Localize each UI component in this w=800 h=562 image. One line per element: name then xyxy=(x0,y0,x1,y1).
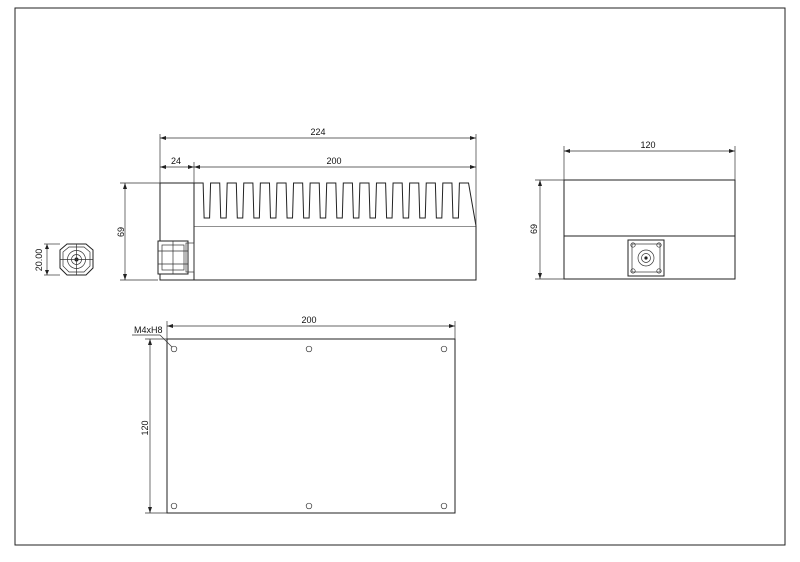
fin-outline xyxy=(193,182,477,227)
hole-callout: M4xH8 xyxy=(132,325,173,348)
dim-69-end-label: 69 xyxy=(529,224,539,234)
drawing-frame xyxy=(14,7,786,546)
dim-overall-length: 224 xyxy=(159,127,477,226)
end-view-upper-body xyxy=(563,179,736,237)
dim-120-end-label: 120 xyxy=(640,140,655,150)
dim-connector-body: 24 200 xyxy=(160,156,476,183)
mounting-holes xyxy=(170,345,448,510)
dim-224-label: 224 xyxy=(310,127,325,137)
dim-bottom-length: 200 xyxy=(166,315,456,339)
dim-end-height: 69 xyxy=(529,179,564,280)
dim-end-width: 120 xyxy=(563,140,736,180)
dim-120-bottom-label: 120 xyxy=(140,420,150,435)
dim-69-side-label: 69 xyxy=(116,227,126,237)
end-view-connector xyxy=(627,239,665,277)
dim-200-bottom-label: 200 xyxy=(301,315,316,325)
bottom-view-plate xyxy=(166,338,456,514)
mounting-hole xyxy=(440,502,448,510)
bottom-view: 200 120 M4xH8 xyxy=(132,315,456,514)
side-connector xyxy=(157,240,195,275)
dim-bottom-width: 120 xyxy=(140,338,167,514)
side-view: 224 24 200 69 xyxy=(116,127,477,281)
mounting-hole xyxy=(305,502,313,510)
dim-20-label: 20.00 xyxy=(34,249,44,272)
mounting-hole xyxy=(440,345,448,353)
dim-connector-size: 20.00 xyxy=(34,243,60,276)
dim-side-height: 69 xyxy=(116,182,160,281)
hole-spec-label: M4xH8 xyxy=(134,325,163,335)
mounting-hole xyxy=(170,345,178,353)
end-view: 120 69 xyxy=(529,140,736,280)
dim-24-label: 24 xyxy=(171,156,181,166)
side-view-main-body xyxy=(193,225,477,281)
heatsink-fins xyxy=(193,182,477,227)
connector-end-view: 20.00 xyxy=(34,243,94,276)
mounting-hole xyxy=(305,345,313,353)
mounting-hole xyxy=(170,502,178,510)
dim-200-label: 200 xyxy=(326,156,341,166)
